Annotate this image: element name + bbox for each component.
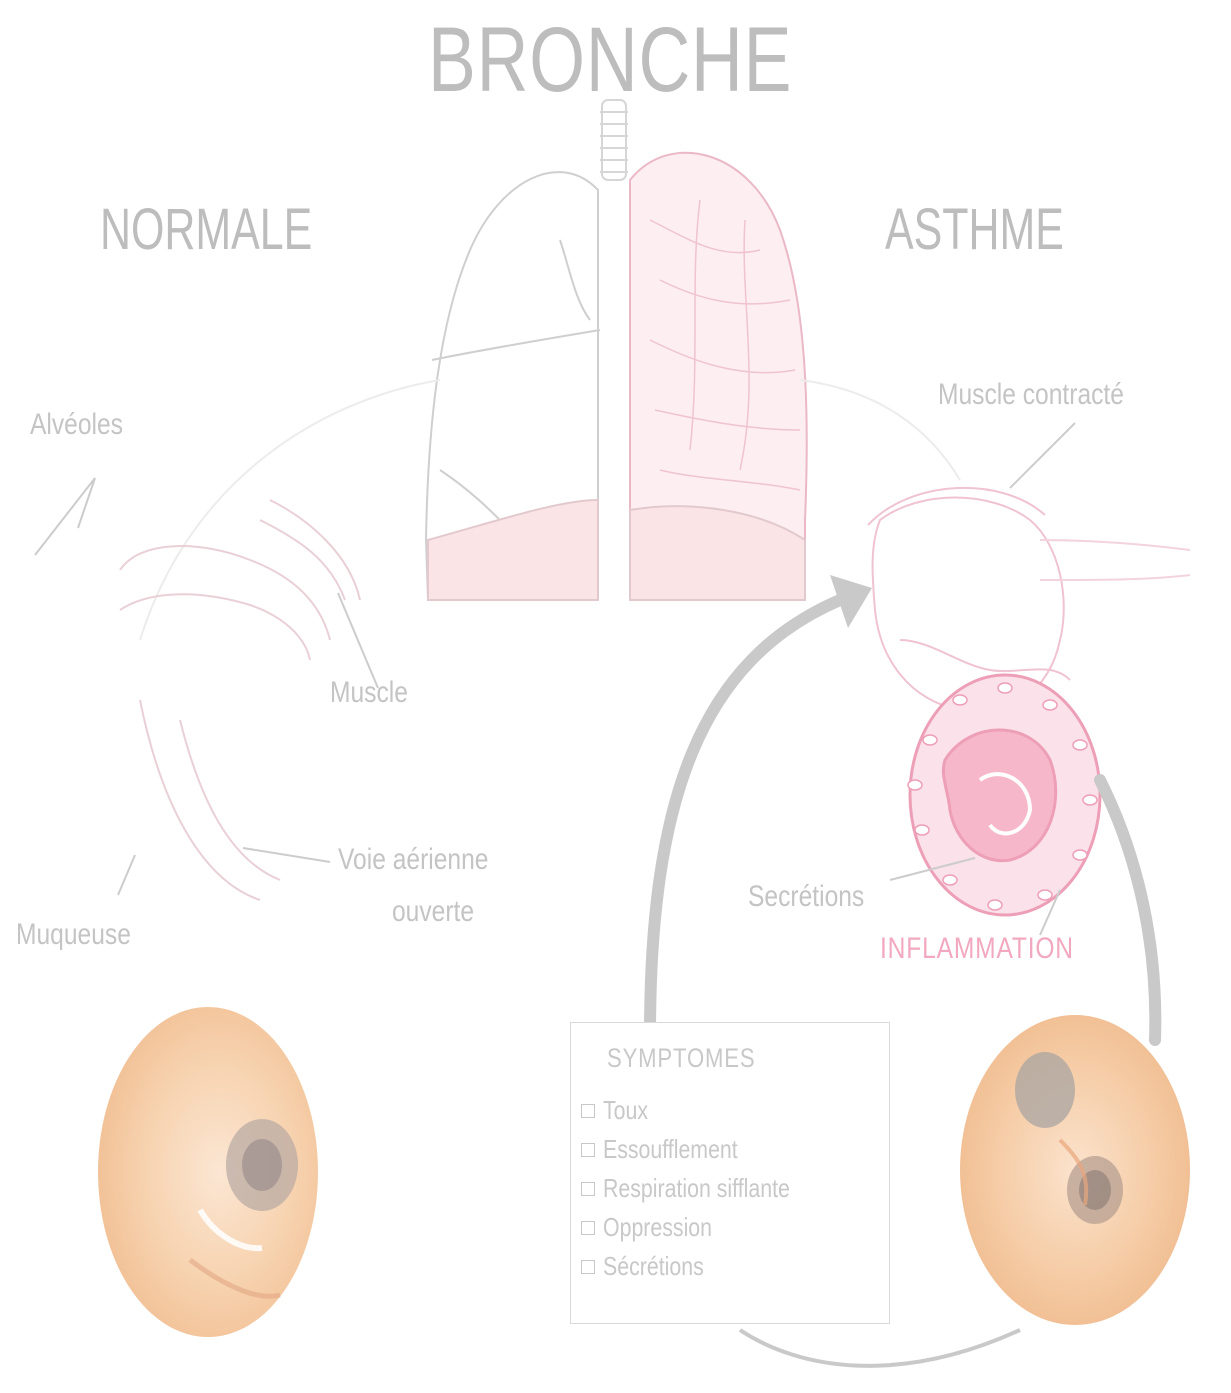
symptom-item: Toux (581, 1091, 831, 1130)
arrow-to-asthma-curve (650, 600, 840, 1035)
lung-right (630, 153, 807, 600)
normal-heading: NORMALE (100, 196, 312, 263)
link-curve-left (140, 380, 440, 640)
arrow-down-right (1100, 780, 1155, 1040)
label-muscle: Muscle (330, 676, 408, 710)
asthma-heading: ASTHME (885, 196, 1064, 263)
arrow-bottom-curve (740, 1330, 1020, 1366)
checkbox-icon (581, 1182, 595, 1196)
label-inflammation: INFLAMMATION (880, 932, 1074, 966)
checkbox-icon (581, 1221, 595, 1235)
symptom-item: Respiration sifflante (581, 1169, 831, 1208)
symptoms-title: SYMPTOMES (607, 1043, 755, 1074)
label-mucosa: Muqueuse (16, 918, 131, 952)
checkbox-icon (581, 1104, 595, 1118)
link-curve-right (800, 380, 960, 480)
symptoms-list: Toux Essoufflement Respiration sifflante… (581, 1091, 831, 1286)
checkbox-icon (581, 1143, 595, 1157)
label-airway-line2: ouverte (392, 895, 474, 929)
diagram-title: BRONCHE (428, 8, 792, 113)
label-alveoli: Alvéoles (30, 408, 123, 442)
label-contracted-muscle: Muscle contracté (938, 378, 1124, 412)
endoscopy-normal (98, 1007, 318, 1337)
checkbox-icon (581, 1260, 595, 1274)
symptom-item: Sécrétions (581, 1247, 831, 1286)
label-airway-line1: Voie aérienne (338, 843, 488, 877)
endoscopy-asthma (960, 1015, 1190, 1325)
diaphragm-left (428, 500, 598, 600)
asthma-bronchus (868, 488, 1190, 915)
symptom-item: Oppression (581, 1208, 831, 1247)
normal-bronchus (120, 500, 360, 900)
label-secretions: Secrétions (748, 880, 864, 914)
symptoms-box: SYMPTOMES Toux Essoufflement Respiration… (570, 1022, 890, 1324)
symptom-item: Essoufflement (581, 1130, 831, 1169)
